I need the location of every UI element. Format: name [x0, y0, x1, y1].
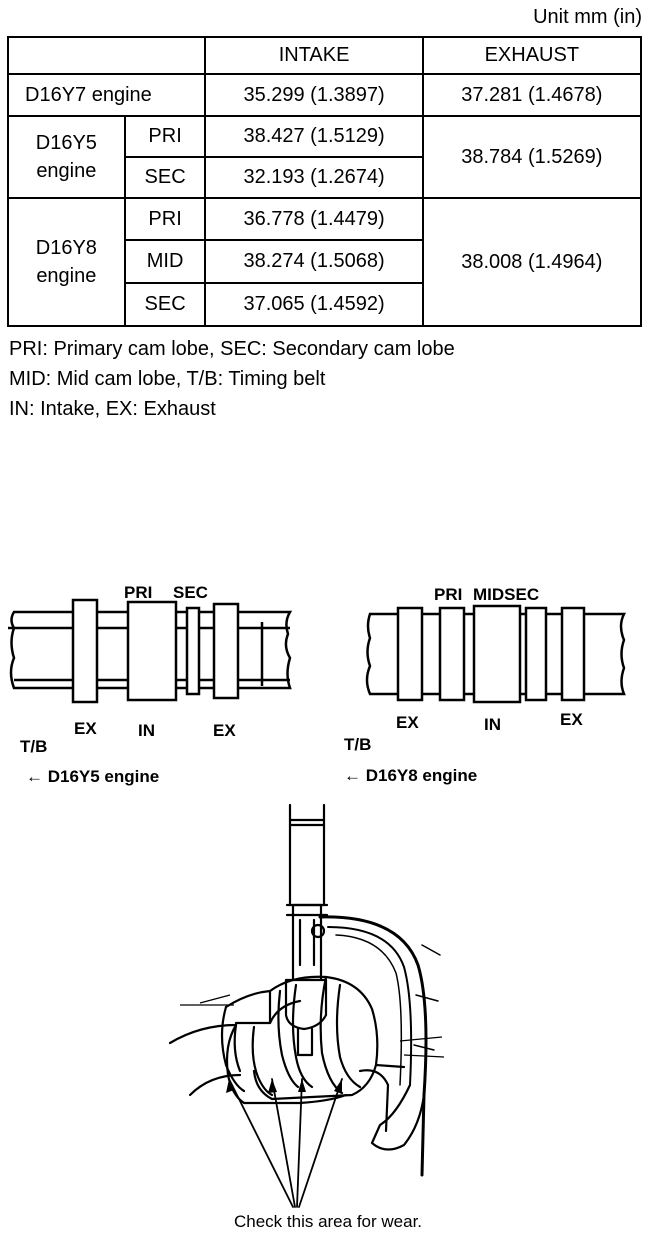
engine-d16y8-line1: D16Y8: [35, 237, 97, 259]
d16y8-mid-label: MID: [123, 239, 207, 284]
d16y8-midsec-callout: MIDSEC: [473, 585, 539, 604]
camshaft-d16y8-drawing: [365, 604, 627, 704]
d16y5-sec-label: SEC: [123, 156, 207, 199]
cam-lobe-height-table: INTAKE EXHAUST D16Y7 engine 35.299 (1.38…: [6, 36, 643, 327]
d16y5-tb-callout: T/B: [20, 737, 47, 756]
table-row-d16y5-pri: D16Y5 engine PRI 38.427 (1.5129) 38.784 …: [7, 115, 643, 199]
d16y8-engine-caption: ← D16Y8 engine: [344, 766, 477, 785]
d16y5-pri-intake: 38.427 (1.5129): [204, 115, 424, 158]
d16y8-pri-callout: PRI: [434, 585, 462, 604]
d16y5-exhaust: 38.784 (1.5269): [421, 115, 643, 199]
d16y7-exhaust: 37.281 (1.4678): [421, 73, 643, 117]
d16y5-sec-intake: 32.193 (1.2674): [204, 156, 424, 199]
d16y8-ex-callout-2: EX: [560, 710, 583, 729]
engine-d16y8-line2: engine: [36, 265, 97, 287]
d16y8-sec-label: SEC: [123, 282, 207, 327]
engine-d16y5-line1: D16Y5: [35, 132, 97, 154]
d16y7-intake: 35.299 (1.3897): [204, 73, 424, 117]
d16y5-in-callout: IN: [138, 721, 155, 740]
d16y8-pri-intake: 36.778 (1.4479): [204, 197, 424, 241]
d16y8-sec-intake: 37.065 (1.4592): [204, 282, 424, 327]
unit-label: Unit mm (in): [533, 6, 642, 28]
d16y8-exhaust: 38.008 (1.4964): [421, 197, 643, 327]
legend-line-2: MID: Mid cam lobe, T/B: Timing belt: [9, 368, 326, 390]
d16y8-mid-intake: 38.274 (1.5068): [204, 239, 424, 284]
header-exhaust: EXHAUST: [421, 36, 643, 75]
table-header-row: INTAKE EXHAUST: [6, 36, 643, 75]
d16y8-in-callout: IN: [484, 715, 501, 734]
header-intake: INTAKE: [204, 36, 424, 75]
d16y8-ex-callout-1: EX: [396, 713, 419, 732]
d16y5-pri-label: PRI: [123, 115, 207, 158]
abbreviation-legend: PRI: Primary cam lobe, SEC: Secondary ca…: [9, 334, 455, 424]
d16y5-pri-callout: PRI: [124, 583, 152, 602]
d16y8-pri-label: PRI: [123, 197, 207, 241]
engine-d16y8: D16Y8 engine: [7, 197, 126, 327]
d16y8-tb-callout: T/B: [344, 735, 371, 754]
engine-d16y5-line2: engine: [36, 160, 97, 182]
table-row-d16y8-pri: D16Y8 engine PRI 36.778 (1.4479) 38.008 …: [7, 197, 643, 327]
table-row-d16y7: D16Y7 engine 35.299 (1.3897) 37.281 (1.4…: [6, 73, 643, 117]
camshaft-diagrams: PRI SEC EX IN EX T/B ← D16Y5 engine PRI …: [8, 583, 627, 786]
engine-d16y5: D16Y5 engine: [7, 115, 126, 199]
table-row-d16y5-sec: SEC 32.193 (1.2674): [8, 156, 641, 199]
d16y5-engine-caption: ← D16Y5 engine: [26, 767, 159, 786]
d16y5-sec-callout: SEC: [173, 583, 208, 602]
legend-line-1: PRI: Primary cam lobe, SEC: Secondary ca…: [9, 338, 455, 360]
camshaft-d16y5-drawing: [8, 598, 293, 704]
table-row-d16y8-sec: SEC 37.065 (1.4592): [8, 282, 641, 327]
wear-check-caption: Check this area for wear.: [233, 1212, 423, 1231]
header-empty-cell: [6, 36, 207, 75]
table-row-d16y8-mid: MID 38.274 (1.5068): [8, 239, 641, 284]
d16y5-ex-callout-2: EX: [213, 721, 236, 740]
engine-d16y7: D16Y7 engine: [6, 73, 207, 117]
legend-line-3: IN: Intake, EX: Exhaust: [9, 398, 216, 420]
micrometer-measurement-illustration: [168, 803, 445, 1208]
d16y5-ex-callout-1: EX: [74, 719, 97, 738]
